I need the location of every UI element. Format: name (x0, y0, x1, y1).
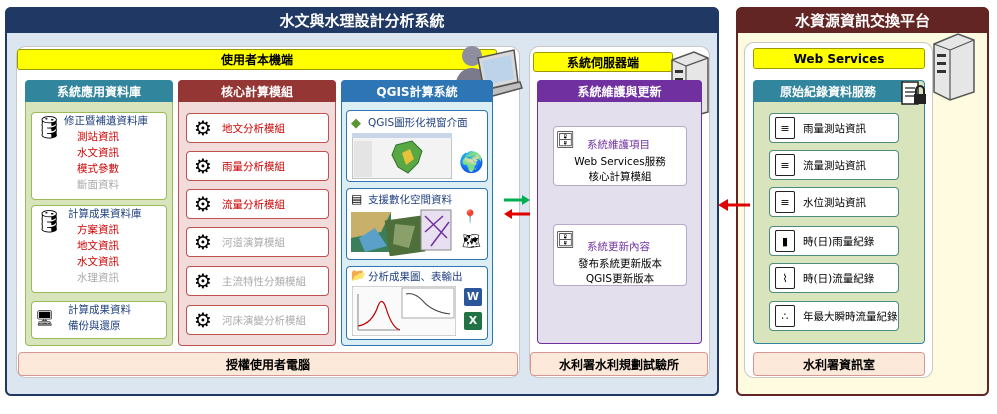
correction-db-item: 測站資訊 (77, 131, 119, 143)
record-service-item: ∴年最大瞬時流量紀錄 (769, 301, 899, 331)
core-modules-title: 核心計算模組 (178, 80, 336, 102)
module-item: ⚙流量分析模組 (186, 189, 329, 219)
gear-icon: ⚙ (194, 116, 212, 140)
computer-backup-icon: 🖥 (35, 309, 55, 327)
record-service-item: ≡雨量測站資訊 (769, 113, 899, 143)
raw-records-list: ≡雨量測站資訊 ≡流量測站資訊 ≡水位測站資訊 ▮時(日)雨量紀錄 ⌇時(日)流… (753, 80, 925, 344)
correction-db-item: 斷面資料 (77, 179, 119, 191)
excel-file-icon: X (464, 312, 482, 330)
document-icon: ≡ (775, 154, 795, 176)
qgis-window-thumbnail (352, 133, 452, 179)
globe-gear-icon: 🌍 (459, 150, 484, 174)
gear-icon: ⚙ (194, 308, 212, 332)
update-item-title: 系統更新內容 (587, 241, 650, 253)
correction-db-item: 水文資訊 (77, 147, 119, 159)
server-stack-icon: 🗄 (555, 130, 576, 149)
qgis-spatial-label: 支援數化空間資料 (368, 194, 452, 206)
layers-icon: ▤ (351, 192, 363, 206)
qgis-gui-label: QGIS圖形化視窗介面 (368, 117, 468, 129)
record-service-item: ≡流量測站資訊 (769, 150, 899, 180)
update-item-box (553, 224, 687, 286)
gear-icon: ⚙ (194, 192, 212, 216)
document-icon: ≡ (775, 191, 795, 213)
sync-arrows (504, 195, 530, 219)
module-item: ⚙河道演算模組 (186, 227, 329, 257)
server-update-icon: 🗄 (555, 230, 576, 249)
spatial-maps-thumbnail (351, 209, 452, 256)
module-item: ⚙雨量分析模組 (186, 151, 329, 181)
backup-line2: 備份與還原 (68, 320, 121, 332)
map-grid-icon: 🗺 (462, 232, 482, 250)
database-gear-icon: 🛢 (35, 210, 63, 235)
maintenance-title: 系統維護與更新 (537, 80, 702, 102)
update-item-line: QGIS更新版本 (585, 273, 655, 285)
qgis-logo-icon: ◆ (351, 116, 361, 131)
platform-to-server-arrow (718, 199, 750, 211)
module-item: ⚙地文分析模組 (186, 113, 329, 143)
record-service-item: ⌇時(日)流量紀錄 (769, 263, 899, 293)
gear-icon: ⚙ (194, 230, 212, 254)
word-file-icon: W (464, 288, 482, 306)
exchange-platform-title: 水資源資訊交換平台 (736, 7, 989, 33)
results-db-item: 方案資訊 (77, 224, 119, 236)
bar-chart-icon: ▮ (775, 230, 795, 252)
backup-line1: 計算成果資料 (68, 304, 131, 316)
database-wrench-icon: 🛢 (35, 116, 63, 141)
correction-db-title: 修正暨補遺資料庫 (64, 115, 148, 127)
results-db-item: 地文資訊 (77, 240, 119, 252)
maintenance-item-line: Web Services服務 (574, 156, 666, 168)
backup-box (31, 301, 167, 339)
server-side-label: 系統伺服器端 (533, 52, 673, 72)
maintenance-item-line: 核心計算模組 (588, 171, 652, 183)
maintenance-item-title: 系統維護項目 (587, 139, 650, 151)
module-item: ⚙河床演變分析模組 (186, 305, 329, 335)
secure-document-icon (901, 81, 926, 105)
folder-icon: 📂 (351, 268, 366, 282)
update-item-line: 發布系統更新版本 (578, 258, 662, 270)
app-db-title: 系統應用資料庫 (25, 80, 173, 102)
main-system-title: 水文與水理設計分析系統 (5, 7, 719, 33)
correction-db-box (31, 112, 167, 200)
maintenance-item-box (553, 126, 687, 186)
core-modules-list: ⚙地文分析模組 ⚙雨量分析模組 ⚙流量分析模組 ⚙河道演算模組 ⚙主流特性分類模… (178, 80, 336, 346)
gear-icon: ⚙ (194, 154, 212, 178)
record-service-item: ▮時(日)雨量紀錄 (769, 226, 899, 256)
platform-server-icon (933, 33, 975, 101)
web-services-label: Web Services (753, 48, 925, 69)
results-db-title: 計算成果資料庫 (68, 208, 142, 220)
record-service-item: ≡水位測站資訊 (769, 187, 899, 217)
module-item: ⚙主流特性分類模組 (186, 266, 329, 296)
qgis-output-label: 分析成果圖、表輸出 (368, 271, 463, 283)
gear-icon: ⚙ (194, 269, 212, 293)
map-pin-icon: 📍 (462, 210, 479, 225)
results-db-item: 水理資訊 (77, 272, 119, 284)
maintenance-panel (537, 80, 702, 344)
user-side-label: 使用者本機端 (17, 49, 497, 70)
platform-footer: 水利署資訊室 (753, 352, 925, 376)
results-db-item: 水文資訊 (77, 256, 119, 268)
line-chart-icon: ⌇ (775, 267, 795, 289)
scatter-chart-icon: ∴ (775, 305, 795, 327)
raw-records-title: 原始紀錄資料服務 (753, 80, 903, 102)
output-chart-thumbnail (352, 286, 456, 336)
qgis-title: QGIS計算系統 (341, 80, 493, 102)
correction-db-item: 模式參數 (77, 163, 119, 175)
document-icon: ≡ (775, 117, 795, 139)
server-side-footer: 水利署水利規劃試驗所 (530, 352, 708, 376)
results-db-box (31, 205, 167, 293)
user-side-footer: 授權使用者電腦 (18, 352, 518, 376)
